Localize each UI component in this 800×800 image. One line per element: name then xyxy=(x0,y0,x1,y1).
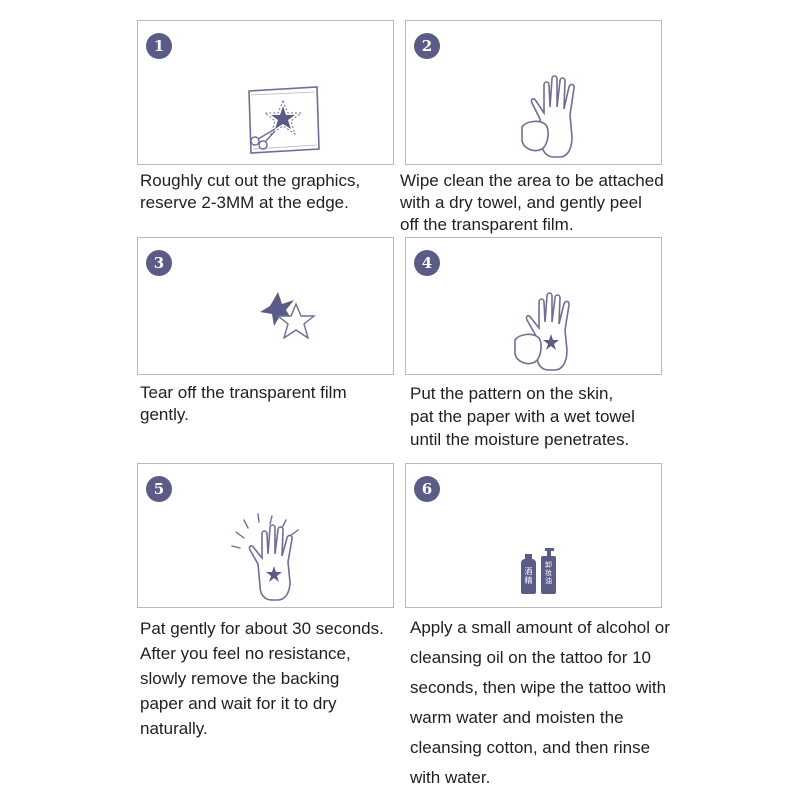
alcohol-label-char: 酒 xyxy=(524,567,533,576)
step-6-number-badge: 6 xyxy=(414,476,440,502)
oil-label-char: 卸 xyxy=(545,561,552,569)
hand-wet-towel-icon xyxy=(514,292,570,371)
step-6-panel: 6 酒 精 卸 妆 油 xyxy=(405,463,662,608)
step-4-caption-line: Put the pattern on the skin, xyxy=(410,384,614,403)
step-4-panel: 4 xyxy=(405,237,662,375)
alcohol-bottle: 酒 精 xyxy=(521,554,536,594)
step-5-caption-line: Pat gently for about 30 seconds. xyxy=(140,619,384,638)
oil-label-char: 妆 xyxy=(545,569,552,577)
step-6-caption-line: cleansing cotton, and then rinse xyxy=(410,738,651,757)
step-2-panel: 2 xyxy=(405,20,662,165)
step-4-caption: Put the pattern on the skin, pat the pap… xyxy=(410,382,635,451)
hand-star-icon xyxy=(231,513,299,601)
step-6-caption-line: cleansing oil on the tattoo for 10 xyxy=(410,648,651,667)
step-4-number-badge: 4 xyxy=(414,250,440,276)
step-5-panel: 5 xyxy=(137,463,394,608)
step-4-caption-line: pat the paper with a wet towel xyxy=(410,407,635,426)
alcohol-label-char: 精 xyxy=(524,576,533,585)
step-1-caption: Roughly cut out the graphics, reserve 2-… xyxy=(140,170,360,214)
step-2-caption-line: off the transparent film. xyxy=(400,215,574,234)
step-2-caption: Wipe clean the area to be attached with … xyxy=(400,170,664,236)
step-6-caption-line: Apply a small amount of alcohol or xyxy=(410,618,670,637)
step-5-caption-line: paper and wait for it to dry xyxy=(140,694,337,713)
scissors-star-icon xyxy=(248,86,320,154)
stars-icon xyxy=(260,292,316,340)
step-3-panel: 3 xyxy=(137,237,394,375)
bottles-icon: 酒 精 卸 妆 油 xyxy=(521,548,571,594)
step-1-caption-line: reserve 2-3MM at the edge. xyxy=(140,193,349,212)
step-4-caption-line: until the moisture penetrates. xyxy=(410,430,630,449)
step-3-caption-line: Tear off the transparent film xyxy=(140,383,347,402)
cleansing-oil-bottle: 卸 妆 油 xyxy=(541,548,556,594)
step-2-caption-line: with a dry towel, and gently peel xyxy=(400,193,642,212)
step-5-caption-line: After you feel no resistance, xyxy=(140,644,351,663)
step-2-number-badge: 2 xyxy=(414,33,440,59)
step-5-caption-line: slowly remove the backing xyxy=(140,669,340,688)
step-1-number-badge: 1 xyxy=(146,33,172,59)
hand-towel-icon xyxy=(521,75,575,158)
step-2-caption-line: Wipe clean the area to be attached xyxy=(400,171,664,190)
step-6-caption: Apply a small amount of alcohol or clean… xyxy=(410,613,670,793)
step-6-caption-line: with water. xyxy=(410,768,491,787)
step-3-caption-line: gently. xyxy=(140,405,189,424)
step-3-caption: Tear off the transparent film gently. xyxy=(140,382,347,426)
step-6-caption-line: seconds, then wipe the tattoo with xyxy=(410,678,667,697)
oil-label-char: 油 xyxy=(545,577,552,585)
step-5-caption: Pat gently for about 30 seconds. After y… xyxy=(140,616,384,741)
step-3-number-badge: 3 xyxy=(146,250,172,276)
step-1-panel: 1 xyxy=(137,20,394,165)
step-6-caption-line: warm water and moisten the xyxy=(410,708,624,727)
step-5-number-badge: 5 xyxy=(146,476,172,502)
step-5-caption-line: naturally. xyxy=(140,719,208,738)
step-1-caption-line: Roughly cut out the graphics, xyxy=(140,171,361,190)
